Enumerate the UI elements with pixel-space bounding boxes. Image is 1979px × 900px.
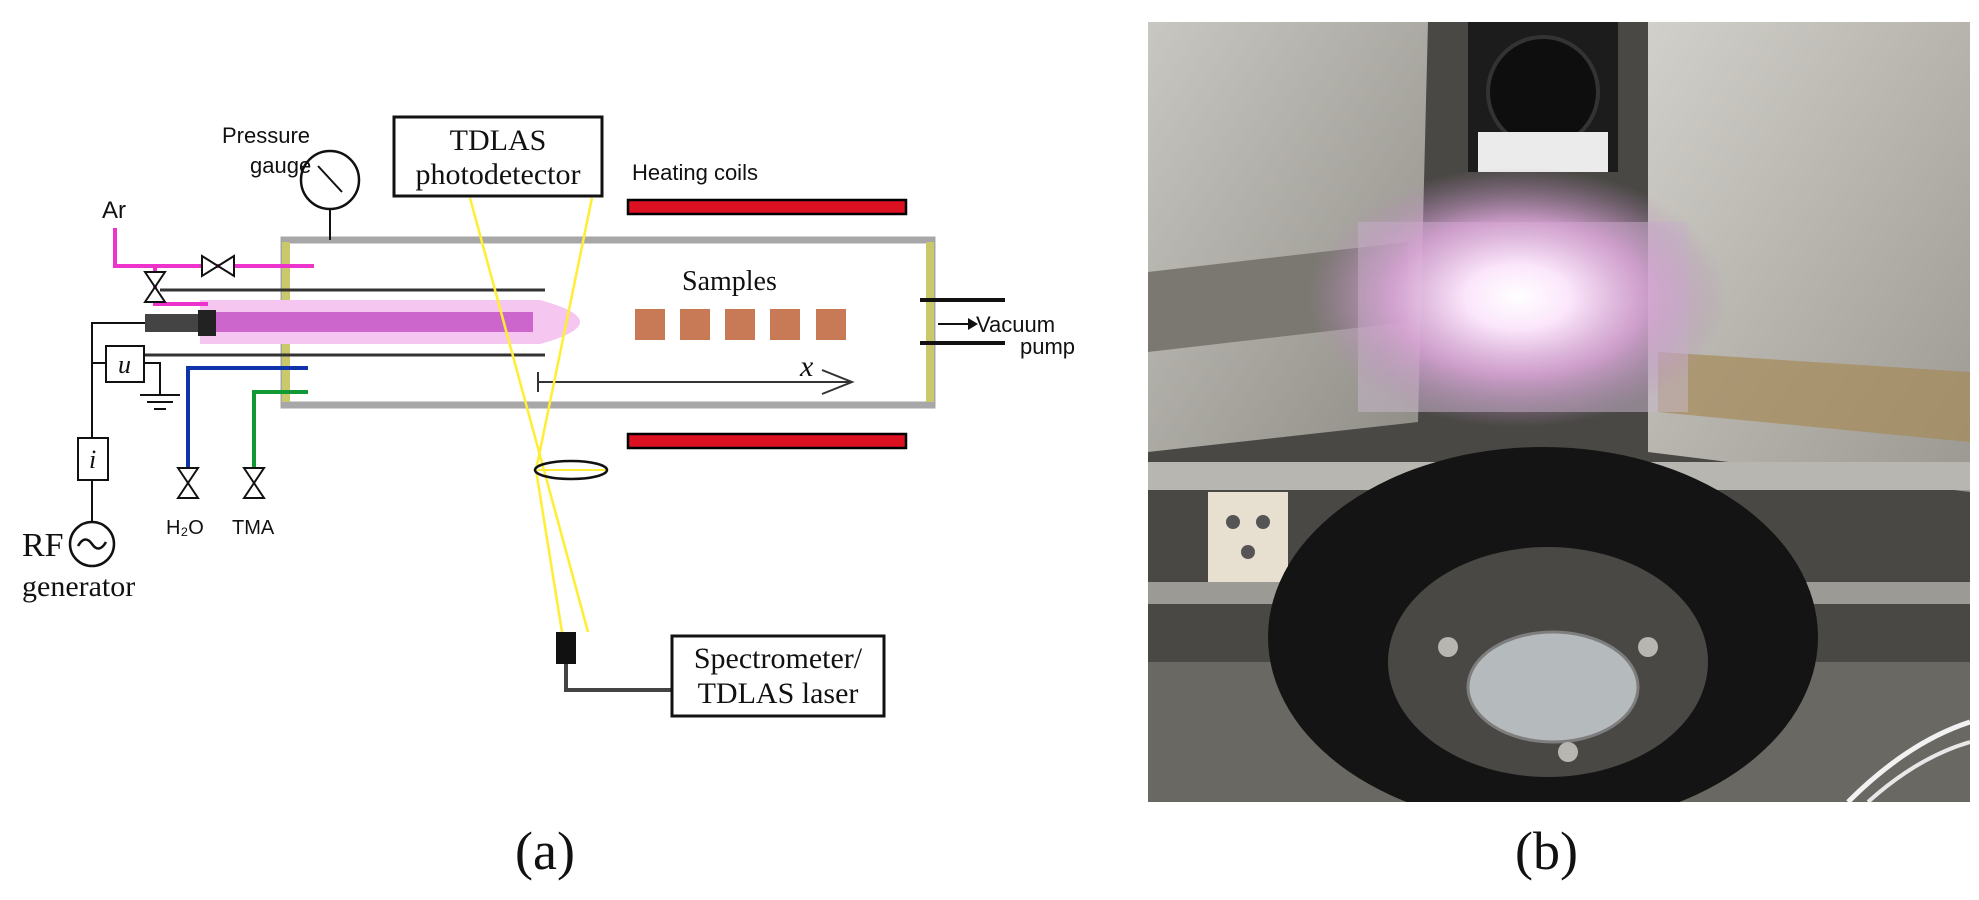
valve-icon-tma (242, 467, 266, 499)
camera-lens-icon (1486, 35, 1600, 149)
schematic-diagram: Heating coils Samples x Vacuum pump TDLA… (22, 115, 1075, 718)
ar-line-main (113, 228, 314, 268)
photodetector-label: photodetector (416, 158, 581, 191)
x-symbol: x (799, 350, 814, 383)
ar-label: Ar (102, 197, 126, 224)
lens-glass (1466, 630, 1640, 744)
vacuum-label: Vacuum (976, 312, 1055, 337)
plasma-glow (1308, 167, 1728, 427)
panel-b-photo (1148, 22, 1970, 802)
sample-3 (725, 309, 755, 340)
probe-wire-2 (144, 362, 161, 395)
lens (533, 459, 609, 481)
photo-of-plasma-reactor-icon (1148, 22, 1970, 802)
gauge-label: gauge (250, 153, 311, 178)
ground-icon (140, 394, 180, 410)
h2o-line (186, 366, 308, 470)
right-housing-brass (1658, 352, 1970, 442)
sample-5 (816, 309, 846, 340)
rf-label: RF (22, 527, 64, 564)
rf-wire (91, 322, 145, 438)
electrode-tip (198, 310, 216, 336)
vacuum-arrowhead (968, 318, 978, 330)
generator-label: generator (22, 570, 135, 603)
tdlas-photodetector-box (392, 115, 604, 198)
heating-coils-label: Heating coils (632, 160, 758, 185)
h2o-label: H₂O (166, 517, 204, 539)
flange-right (926, 242, 934, 402)
tma-label: TMA (232, 517, 275, 539)
sample-2 (680, 309, 710, 340)
spectrometer-box (670, 634, 886, 718)
ceramic-block (1208, 492, 1288, 582)
pressure-label: Pressure (222, 123, 310, 148)
camera-label (1478, 132, 1608, 172)
u-symbol: u (118, 350, 131, 379)
fiber-coupler (556, 632, 576, 664)
valve-icon-ar-1 (201, 254, 235, 278)
tdlas-laser-label: TDLAS laser (698, 677, 859, 710)
optical-fiber (564, 664, 672, 692)
electrode (145, 314, 215, 332)
sine-wave-icon (76, 538, 108, 550)
panel-a-schematic: Heating coils Samples x Vacuum pump TDLA… (22, 115, 1075, 718)
i-symbol: i (89, 445, 96, 474)
heating-coil-bottom (626, 432, 908, 450)
x-axis-arrowhead (821, 369, 855, 395)
panel-label-b: (b) (1515, 821, 1578, 881)
laser-beam-1 (468, 197, 590, 633)
sample-1 (635, 309, 665, 340)
pressure-gauge-needle (317, 165, 343, 193)
plasma-core (215, 312, 533, 332)
laser-beam-2a (534, 197, 594, 471)
valve-icon-h2o (176, 467, 200, 499)
spectrometer-label: Spectrometer/ (694, 642, 863, 675)
tma-line (252, 390, 308, 470)
laser-beam-2b (534, 469, 564, 633)
valve-icon-ar-2 (143, 271, 167, 303)
samples-label: Samples (682, 266, 777, 297)
panel-label-a: (a) (515, 821, 575, 881)
heating-coil-top (626, 198, 908, 216)
tdlas-label: TDLAS (450, 124, 547, 157)
current-probe-box (77, 437, 109, 481)
cable (1846, 719, 1970, 802)
pump-label: pump (1020, 334, 1075, 359)
sample-4 (770, 309, 800, 340)
